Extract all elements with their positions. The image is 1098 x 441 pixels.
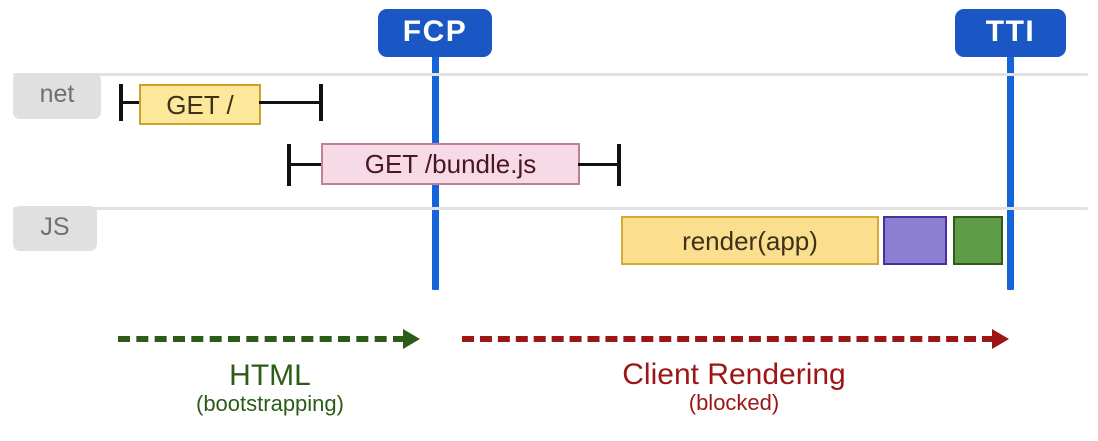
fcp-marker-label: FCP [402,15,468,48]
js-lane-rule [13,207,1088,210]
html-phase-arrow-line [118,336,405,342]
lane-label-net: net [13,73,101,119]
client-rendering-phase-title: Client Rendering [622,358,846,391]
get-root-start-stem [121,101,141,104]
client-rendering-phase-arrow-head [992,329,1009,349]
html-phase-subtitle: (bootstrapping) [196,391,344,417]
bar-task-green [953,216,1003,265]
net-lane-rule [13,73,1088,76]
get-bundle-end-whisker [617,144,621,186]
tti-marker-badge[interactable]: TTI [955,9,1066,57]
bar-get-bundle-label: GET /bundle.js [364,149,537,179]
lane-label-js-text: JS [40,212,70,241]
bar-task-purple [883,216,947,265]
bar-get-root: GET / [139,84,261,125]
html-phase-arrow-head [403,329,420,349]
bar-get-root-label: GET / [166,89,234,120]
get-root-end-whisker [319,84,323,121]
client-rendering-phase-caption: Client Rendering (blocked) [584,358,884,416]
fcp-marker-badge[interactable]: FCP [378,9,492,57]
tti-marker-label: TTI [985,15,1036,48]
get-bundle-start-stem [289,163,323,166]
client-rendering-phase-arrow-line [462,336,994,342]
bar-render-app: render(app) [621,216,879,265]
tti-marker-line [1007,50,1014,290]
get-root-end-stem [259,101,323,104]
html-phase-caption: HTML (bootstrapping) [120,359,420,417]
html-phase-title: HTML [229,359,311,392]
bar-render-app-label: render(app) [682,225,818,256]
client-rendering-phase-subtitle: (blocked) [688,390,780,416]
get-bundle-end-stem [578,163,620,166]
bar-get-bundle: GET /bundle.js [321,143,580,185]
lane-label-js: JS [13,206,97,251]
lane-label-net-text: net [39,80,75,108]
